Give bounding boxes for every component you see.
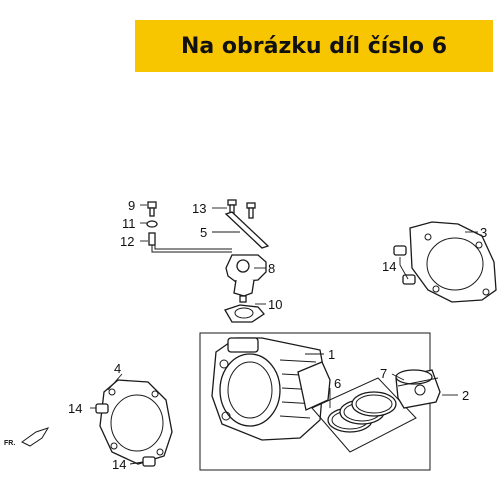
gasket-10 [224, 304, 265, 323]
bolt-9 [147, 201, 157, 217]
base-gasket-4 [99, 379, 173, 465]
piston-7 [395, 369, 441, 409]
tensioner-assembly [146, 199, 270, 323]
bolts-13 [227, 199, 256, 219]
callout-10: 10 [268, 297, 282, 312]
head-gasket-3 [409, 221, 497, 303]
callout-1: 1 [328, 347, 335, 362]
leader-lines [90, 204, 478, 465]
callout-4: 4 [114, 361, 121, 376]
callout-5: 5 [200, 225, 207, 240]
callout-12: 12 [120, 234, 134, 249]
callout-11: 11 [122, 216, 136, 231]
cylinder-1 [211, 337, 331, 441]
fr-label: FR. [4, 440, 15, 447]
o-ring-11 [146, 220, 158, 228]
dowel-pins-bottom [95, 403, 156, 467]
front-direction-arrow: FR. [4, 427, 50, 447]
dowel-pins-top [393, 245, 416, 285]
callout-13: 13 [192, 201, 206, 216]
ring-set-box [311, 377, 417, 453]
callout-6: 6 [334, 376, 341, 391]
callout-2: 2 [462, 388, 469, 403]
callout-9: 9 [128, 198, 135, 213]
chain-guide-5 [224, 211, 270, 249]
callout-14-top: 14 [382, 259, 396, 274]
callout-7: 7 [380, 366, 387, 381]
tensioner-body-8 [225, 254, 267, 303]
group-box [199, 332, 431, 471]
title-banner: Na obrázku díl číslo 6 [135, 20, 493, 72]
callout-8: 8 [268, 261, 275, 276]
banner-text: Na obrázku díl číslo 6 [180, 33, 448, 59]
callout-3: 3 [480, 225, 487, 240]
callout-14-bottom: 14 [112, 457, 126, 472]
callout-14-left: 14 [68, 401, 82, 416]
callout-numbers: 9 11 12 13 5 8 10 3 14 4 14 14 1 6 7 2 [68, 198, 487, 472]
oil-pipe-12 [148, 232, 232, 253]
piston-rings-6 [327, 391, 397, 433]
